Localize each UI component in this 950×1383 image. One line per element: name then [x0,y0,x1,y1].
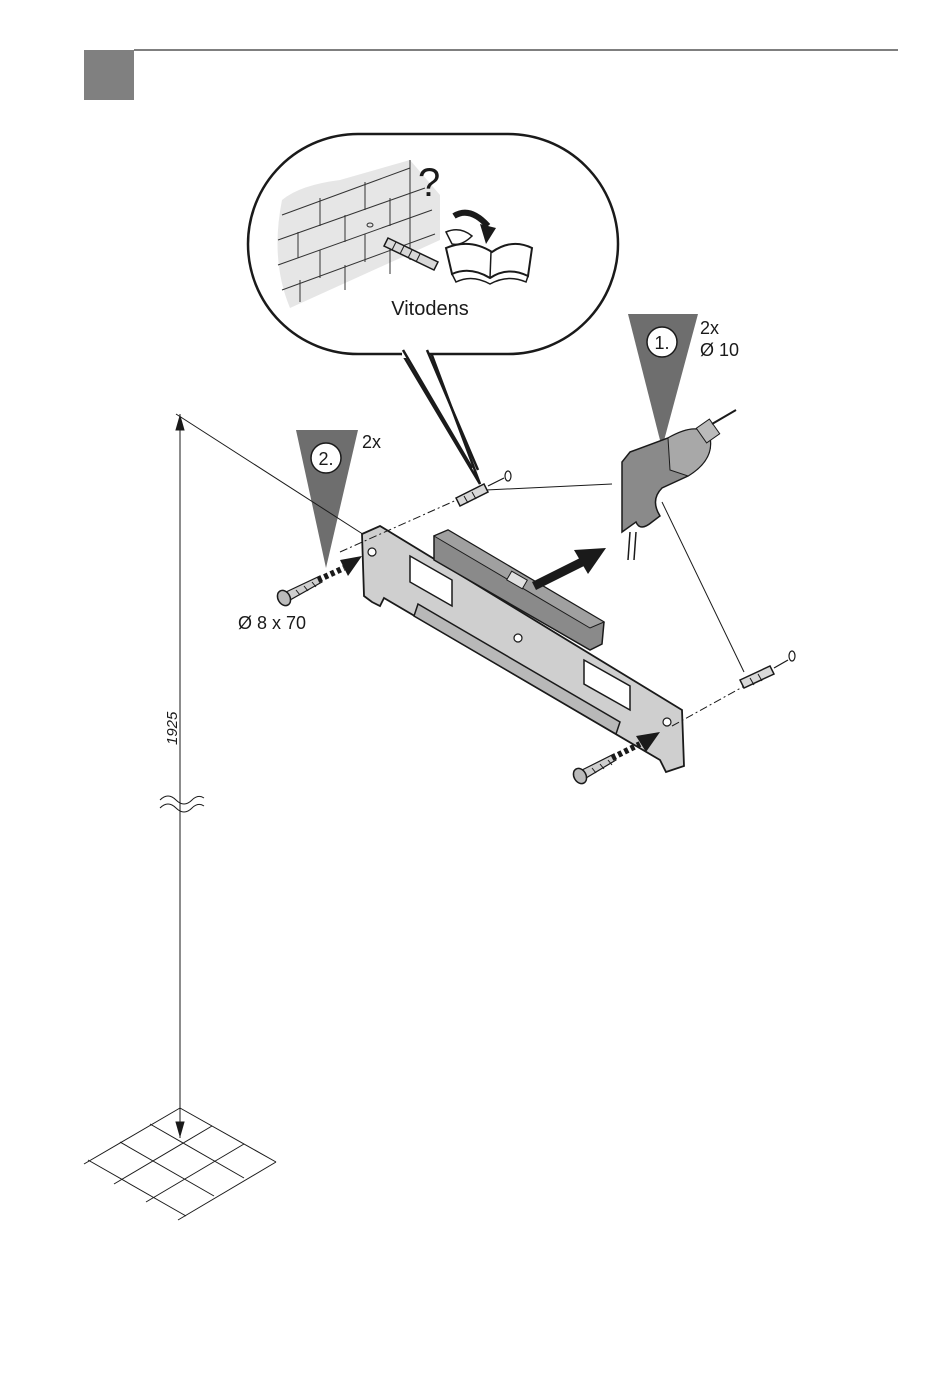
step-2-wedge: 2. [296,430,358,568]
question-mark: ? [418,161,440,205]
wall-plug-upper-icon [456,471,511,506]
wall-plug-lower-icon [740,651,795,688]
mounting-plate [362,526,684,772]
screw-upper-icon [275,576,322,608]
step-2-screw-size: Ø 8 x 70 [238,613,306,633]
step-1-count: 2x [700,318,719,338]
step-2-number: 2. [318,449,333,469]
header-marker [84,50,134,100]
step-1-wedge: 1. [628,314,698,448]
screw-lower-icon [571,754,616,786]
step-2-count: 2x [362,432,381,452]
dimension-label: 1925 [164,711,181,745]
step-1-number: 1. [654,333,669,353]
step-1-drill-size: Ø 10 [700,340,739,360]
height-dimension [160,414,372,1138]
arrow-level-icon [534,548,606,586]
bubble-caption: Vitodens [391,298,468,320]
